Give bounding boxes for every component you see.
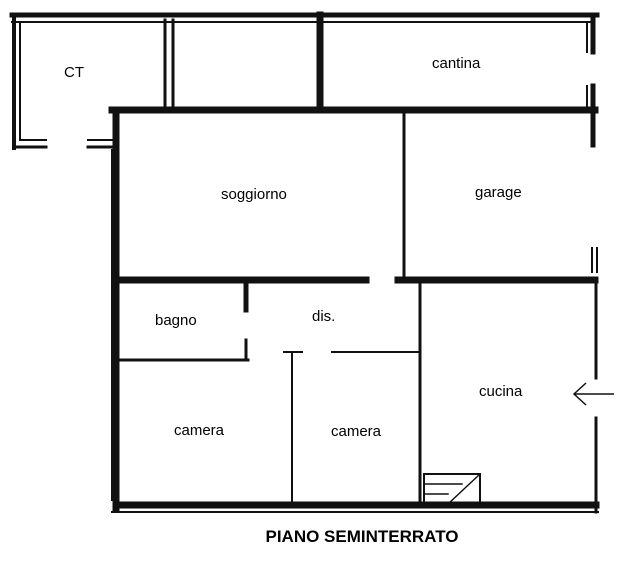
room-label-bagno: bagno — [155, 312, 197, 329]
cantina-walls — [317, 12, 600, 148]
room-label-garage: garage — [475, 184, 522, 201]
room-label-cucina: cucina — [479, 383, 523, 400]
stairs-icon — [423, 472, 482, 506]
room-label-soggiorno: soggiorno — [221, 186, 287, 203]
room-label-dis: dis. — [312, 308, 335, 325]
arrow-left-icon — [572, 382, 614, 406]
interior-walls — [112, 112, 599, 504]
upper-annex-walls — [9, 11, 324, 150]
room-label-ct: CT — [64, 64, 84, 81]
main-outer-walls — [108, 106, 600, 514]
room-label-camera-1: camera — [174, 422, 225, 439]
room-label-camera-2: camera — [331, 423, 382, 440]
room-label-cantina: cantina — [432, 55, 481, 72]
plan-title: PIANO SEMINTERRATO — [266, 527, 459, 546]
